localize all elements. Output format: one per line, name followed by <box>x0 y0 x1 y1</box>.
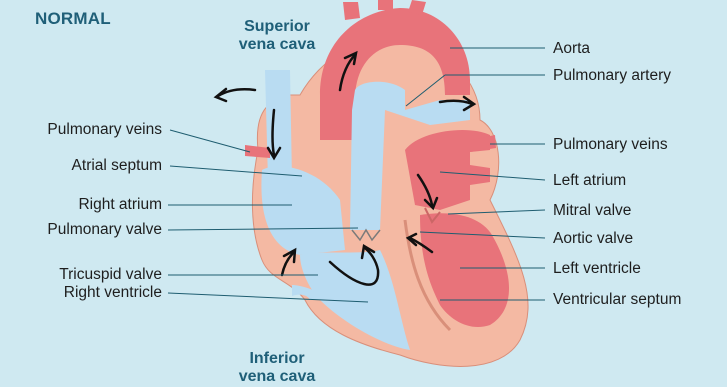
label-aorta: Aorta <box>553 40 590 58</box>
arrow-svc-down <box>273 110 275 155</box>
label-tricuspid-valve: Tricuspid valve <box>0 266 162 284</box>
label-pulmonary-artery: Pulmonary artery <box>553 67 671 85</box>
label-right-atrium: Right atrium <box>0 196 162 214</box>
label-pulmonary-veins-left: Pulmonary veins <box>0 121 162 139</box>
inferior-vena-cava-line-2: vena cava <box>222 368 332 386</box>
aorta-branch-2 <box>378 0 393 10</box>
aorta-branch-1 <box>343 2 360 20</box>
superior-vena-cava-line-1: Superior <box>222 18 332 36</box>
superior-vena-cava-line-2: vena cava <box>222 36 332 54</box>
label-atrial-septum: Atrial septum <box>0 157 162 175</box>
label-left-atrium: Left atrium <box>553 172 626 190</box>
label-left-ventricle: Left ventricle <box>553 260 641 278</box>
label-pulmonary-valve: Pulmonary valve <box>0 221 162 239</box>
superior-vena-cava-label: Superior vena cava <box>222 18 332 54</box>
leader-pulmonary-veins-left <box>170 130 250 152</box>
diagram-title: NORMAL <box>35 9 111 29</box>
inferior-vena-cava-line-1: Inferior <box>222 350 332 368</box>
label-aortic-valve: Aortic valve <box>553 230 633 248</box>
label-pulmonary-veins-right: Pulmonary veins <box>553 136 668 154</box>
label-right-ventricle: Right ventricle <box>0 284 162 302</box>
label-ventricular-septum: Ventricular septum <box>553 291 681 309</box>
superior-vena-cava-vessel <box>265 70 292 180</box>
label-mitral-valve: Mitral valve <box>553 202 631 220</box>
inferior-vena-cava-label: Inferior vena cava <box>222 350 332 386</box>
